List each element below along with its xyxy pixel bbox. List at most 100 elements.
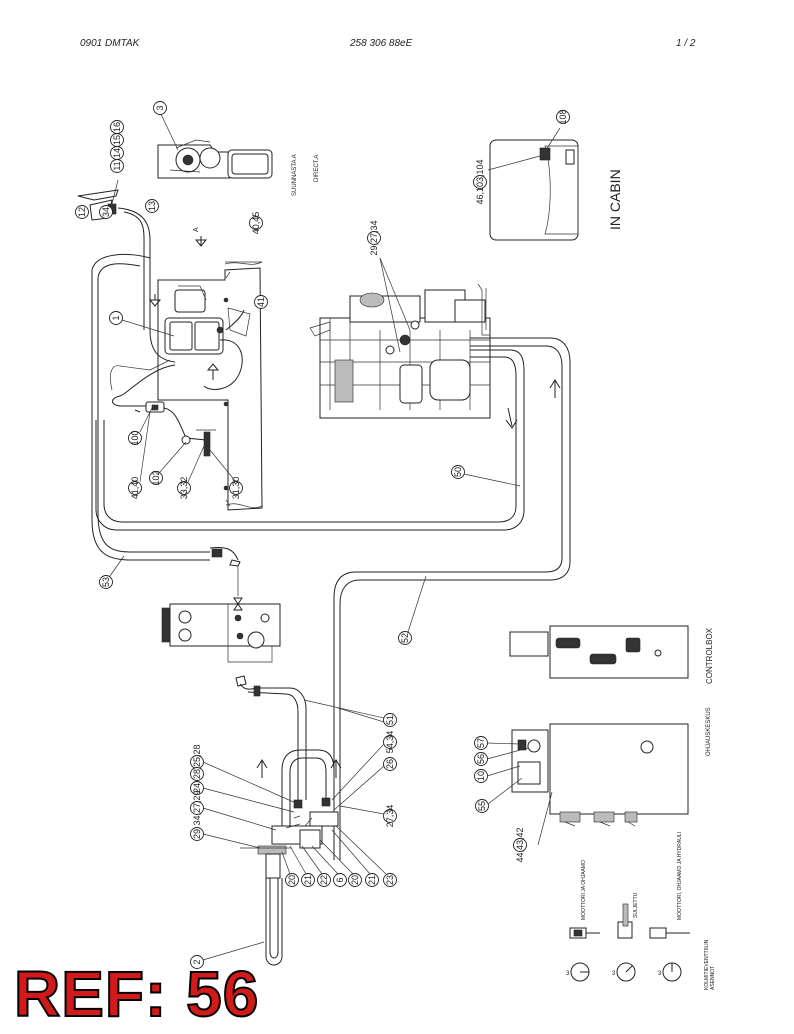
svg-text:34,25,28: 34,25,28 xyxy=(192,744,202,779)
header-code: 0901 DMTAK xyxy=(80,38,140,49)
svg-text:22: 22 xyxy=(319,875,329,885)
callout-52: 52 xyxy=(398,631,412,645)
lower-coolant-loop xyxy=(240,749,339,966)
svg-text:26: 26 xyxy=(385,759,395,769)
callout-29: 29 xyxy=(190,827,204,841)
svg-text:1: 1 xyxy=(111,315,121,320)
svg-text:2: 2 xyxy=(192,959,202,964)
svg-text:52: 52 xyxy=(400,633,410,643)
callout-20-right: 20 xyxy=(348,873,362,887)
in-cabin-label: IN CABIN xyxy=(607,169,623,230)
view-a-label: A xyxy=(193,227,200,232)
svg-text:50: 50 xyxy=(453,467,463,477)
callout-26: 26 xyxy=(383,757,397,771)
callout-31-30: 31,30 xyxy=(229,477,243,500)
svg-text:40,45: 40,45 xyxy=(251,212,261,235)
three-way-valve-positions: 3 3 3 xyxy=(566,903,690,982)
callout-27-34-right: 27,34 xyxy=(383,805,397,828)
moottori-ohjaamo-label: MOOTTORI JA OHJAAMO xyxy=(581,860,587,920)
callout-55: 55 xyxy=(475,799,489,813)
control-center-drawing xyxy=(511,723,689,846)
svg-text:34,27,29: 34,27,29 xyxy=(192,790,202,825)
svg-text:29,27,34: 29,27,34 xyxy=(369,220,379,255)
svg-text:21: 21 xyxy=(303,875,313,885)
svg-text:54,34: 54,34 xyxy=(385,731,395,754)
svg-text:21: 21 xyxy=(367,875,377,885)
svg-text:3: 3 xyxy=(658,971,662,977)
callout-22: 22 xyxy=(317,873,331,887)
callout-44-43-42: 44,43,42 xyxy=(513,827,527,863)
engine-mounting-panel xyxy=(157,261,263,511)
svg-text:20: 20 xyxy=(350,875,360,885)
svg-text:3: 3 xyxy=(566,971,570,977)
callout-13: 13 xyxy=(145,199,159,213)
svg-text:16: 16 xyxy=(112,122,122,132)
callout-16: 16 xyxy=(110,120,124,134)
svg-text:46,103,104: 46,103,104 xyxy=(475,159,485,204)
heater-unit-drawing xyxy=(110,236,251,457)
callout-10: 10 xyxy=(474,769,488,783)
ref-stamp: REF: 56 xyxy=(13,958,260,1030)
suunnasta-label: SUUNNASTA A xyxy=(292,154,298,196)
suljettu-label: SULJETTU xyxy=(633,892,639,918)
direct-label: DIRECT.A xyxy=(314,155,320,182)
svg-text:34: 34 xyxy=(101,207,111,217)
callout-100: 100 xyxy=(128,430,142,446)
svg-text:108: 108 xyxy=(558,109,568,124)
svg-text:100: 100 xyxy=(130,430,140,445)
control-box-drawing xyxy=(509,625,689,679)
callout-20: 20 xyxy=(285,873,299,887)
callout-53: 53 xyxy=(99,575,113,589)
svg-text:3: 3 xyxy=(155,105,165,110)
callout-11: 11 xyxy=(110,159,124,173)
callout-46-103-104: 46,103,104 xyxy=(473,159,487,205)
asennot-label: ASENNOT xyxy=(710,966,716,990)
ohjauskeskus-label: OHJAUSKESKUS xyxy=(706,707,712,756)
callout-1: 1 xyxy=(109,311,123,325)
in-cabin-unit-drawing xyxy=(487,127,579,241)
callout-28: 28 xyxy=(190,767,204,781)
hose-routing-right xyxy=(95,337,571,860)
svg-text:24: 24 xyxy=(192,783,202,793)
svg-text:6: 6 xyxy=(335,877,345,882)
svg-text:3: 3 xyxy=(612,971,616,977)
svg-text:27,34: 27,34 xyxy=(385,805,395,828)
svg-text:56: 56 xyxy=(476,754,486,764)
callout-2: 2 xyxy=(190,955,204,969)
svg-text:14: 14 xyxy=(112,148,122,158)
heater-bracket-drawing xyxy=(157,111,273,179)
callout-24: 24 xyxy=(190,781,204,795)
callout-41: 41 xyxy=(254,295,268,309)
control-box-label: CONTROLBOX xyxy=(705,627,714,684)
callout-41-40: 41,40 xyxy=(128,477,142,500)
svg-text:51: 51 xyxy=(385,715,395,725)
svg-text:41: 41 xyxy=(256,297,266,307)
callout-6: 6 xyxy=(333,873,347,887)
svg-text:41,40: 41,40 xyxy=(130,477,140,500)
callout-12: 12 xyxy=(75,205,89,219)
callout-14: 14 xyxy=(110,146,124,160)
svg-text:23: 23 xyxy=(385,875,395,885)
callout-56: 56 xyxy=(474,752,488,766)
svg-text:10: 10 xyxy=(476,771,486,781)
callout-50: 50 xyxy=(451,465,465,479)
callout-108: 108 xyxy=(556,109,570,125)
svg-text:53: 53 xyxy=(101,577,111,587)
callout-33-32: 33,32 xyxy=(177,477,191,499)
engine-drawing xyxy=(309,257,491,419)
callout-34-27-29: 34,27,29 xyxy=(190,790,204,826)
header-page-number: 1 / 2 xyxy=(676,38,696,49)
callout-51: 51 xyxy=(383,713,397,727)
callout-54-34: 54,34 xyxy=(383,731,397,754)
svg-text:28: 28 xyxy=(192,769,202,779)
svg-text:31,30: 31,30 xyxy=(231,477,241,500)
callout-15: 15 xyxy=(110,133,124,147)
svg-text:11: 11 xyxy=(112,161,122,170)
callout-102: 102 xyxy=(149,470,163,486)
svg-text:12: 12 xyxy=(77,207,87,217)
svg-text:102: 102 xyxy=(151,470,161,485)
svg-text:15: 15 xyxy=(112,135,122,145)
callout-21: 21 xyxy=(301,873,315,887)
svg-text:44,43,42: 44,43,42 xyxy=(515,827,525,862)
